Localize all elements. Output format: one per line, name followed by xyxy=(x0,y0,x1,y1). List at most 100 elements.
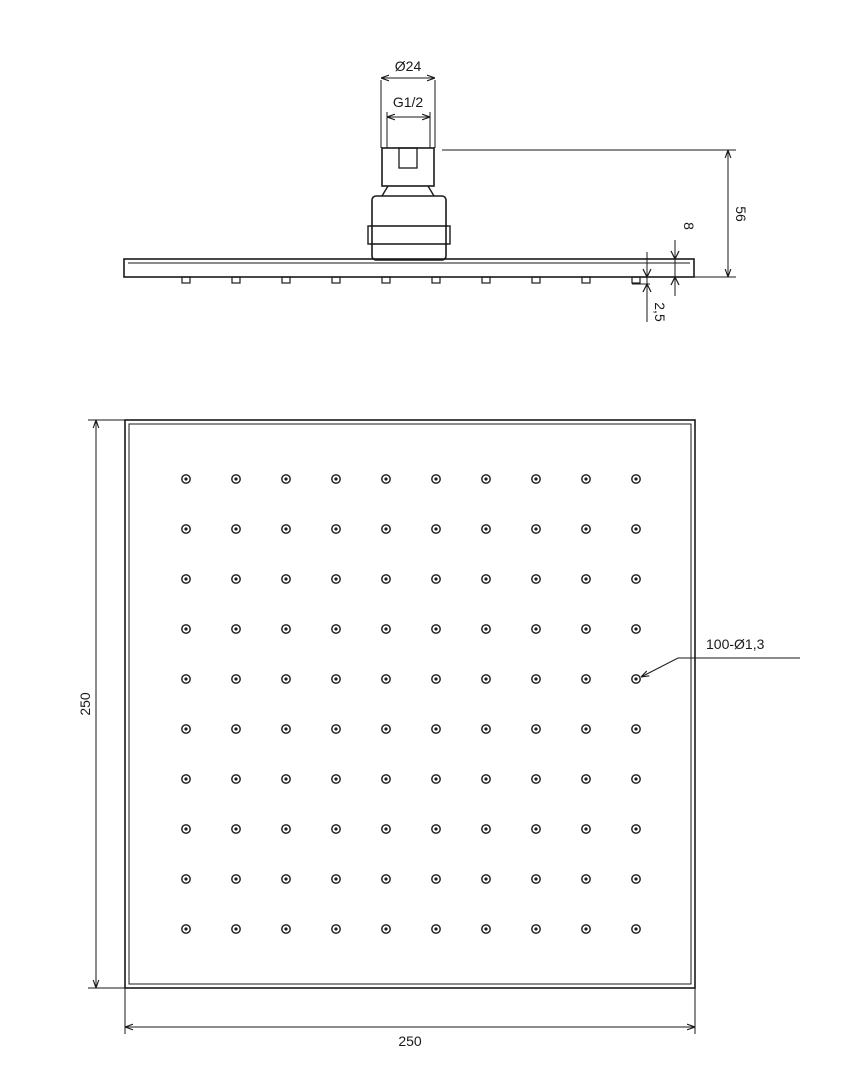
nozzle xyxy=(231,674,241,684)
nozzle xyxy=(281,874,291,884)
nozzle xyxy=(631,474,641,484)
nozzle xyxy=(481,524,491,534)
nozzle xyxy=(381,624,391,634)
nozzle xyxy=(381,674,391,684)
nozzle xyxy=(581,774,591,784)
nozzle xyxy=(381,724,391,734)
nozzle xyxy=(531,724,541,734)
nozzle xyxy=(631,524,641,534)
nozzle xyxy=(231,574,241,584)
nozzle xyxy=(631,724,641,734)
nozzle xyxy=(381,874,391,884)
nozzle xyxy=(431,474,441,484)
side-view: Ø24 G1/2 56 8 2,5 xyxy=(123,58,749,322)
nozzle xyxy=(181,874,191,884)
dim-outer-diameter-label: Ø24 xyxy=(395,58,422,74)
nozzle xyxy=(231,824,241,834)
nozzle xyxy=(431,524,441,534)
nozzle xyxy=(281,524,291,534)
nozzle xyxy=(531,624,541,634)
nozzle xyxy=(481,824,491,834)
side-nozzle xyxy=(631,276,641,284)
nozzle xyxy=(531,524,541,534)
nozzle xyxy=(231,624,241,634)
nozzle xyxy=(481,924,491,934)
dim-height-label: 250 xyxy=(77,692,93,716)
nozzle xyxy=(531,874,541,884)
nozzle xyxy=(631,774,641,784)
nozzle xyxy=(431,724,441,734)
nozzle xyxy=(531,924,541,934)
nozzle xyxy=(431,574,441,584)
nozzle xyxy=(331,824,341,834)
nozzle xyxy=(581,874,591,884)
nozzle xyxy=(581,674,591,684)
nozzle xyxy=(631,824,641,834)
ball-joint-band xyxy=(367,225,451,245)
nozzle xyxy=(281,724,291,734)
nozzle xyxy=(531,574,541,584)
nozzle xyxy=(581,474,591,484)
nozzle xyxy=(331,774,341,784)
dim-nozzle-height-label: 2,5 xyxy=(652,302,668,322)
nozzle xyxy=(481,724,491,734)
nozzle xyxy=(331,724,341,734)
dim-thread-label: G1/2 xyxy=(393,94,424,110)
nozzle xyxy=(581,574,591,584)
nozzle xyxy=(481,774,491,784)
nozzle xyxy=(481,474,491,484)
nozzle xyxy=(581,624,591,634)
nozzle xyxy=(181,524,191,534)
side-nozzle xyxy=(381,276,391,284)
nozzle xyxy=(181,724,191,734)
nozzle xyxy=(531,474,541,484)
nozzle xyxy=(281,774,291,784)
nozzle-leader-line xyxy=(641,657,800,677)
nozzle xyxy=(331,474,341,484)
nozzle xyxy=(431,674,441,684)
connector-nut xyxy=(381,147,435,187)
nozzle xyxy=(181,624,191,634)
nozzle xyxy=(281,474,291,484)
nozzle xyxy=(331,574,341,584)
nozzle xyxy=(281,924,291,934)
nozzle xyxy=(631,874,641,884)
nozzle xyxy=(331,874,341,884)
nozzle xyxy=(181,774,191,784)
nozzle xyxy=(231,924,241,934)
shower-plate-top-inner xyxy=(128,423,692,985)
nozzle xyxy=(481,574,491,584)
nozzle xyxy=(631,624,641,634)
nozzle xyxy=(181,474,191,484)
side-nozzle xyxy=(281,276,291,284)
nozzle xyxy=(431,774,441,784)
side-nozzle xyxy=(231,276,241,284)
top-view: 250 250 100-Ø1,3 xyxy=(77,419,800,1049)
nozzle xyxy=(381,574,391,584)
nozzle xyxy=(331,524,341,534)
dim-total-height-label: 56 xyxy=(733,206,749,222)
nozzle xyxy=(581,524,591,534)
nozzle xyxy=(231,474,241,484)
shower-plate-top-outer xyxy=(124,419,696,989)
nozzle xyxy=(531,774,541,784)
side-nozzle-row xyxy=(181,276,641,284)
nozzle xyxy=(531,674,541,684)
nozzle xyxy=(531,824,541,834)
nozzle xyxy=(431,624,441,634)
nozzle xyxy=(481,874,491,884)
nozzle xyxy=(631,924,641,934)
ball-joint-body xyxy=(371,195,447,261)
side-nozzle xyxy=(481,276,491,284)
nozzle xyxy=(281,674,291,684)
dim-plate-thickness-label: 8 xyxy=(681,222,697,230)
nozzle xyxy=(381,474,391,484)
nozzle xyxy=(231,874,241,884)
side-nozzle xyxy=(331,276,341,284)
nozzle xyxy=(581,824,591,834)
nozzle xyxy=(181,674,191,684)
nozzle xyxy=(231,524,241,534)
nozzle xyxy=(431,924,441,934)
nozzle xyxy=(281,574,291,584)
